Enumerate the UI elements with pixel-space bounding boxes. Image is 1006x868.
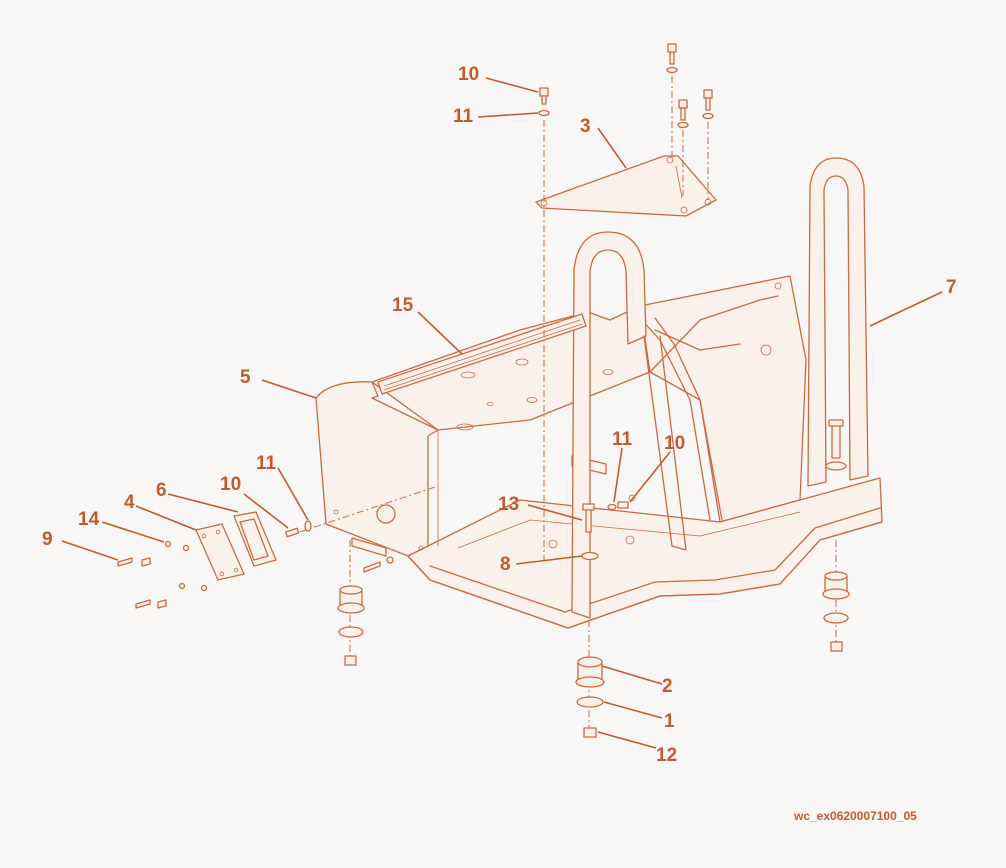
callout-3: 3: [580, 116, 591, 137]
callout-10-side: 10: [220, 474, 241, 495]
callout-11-center: 11: [612, 429, 633, 450]
callout-12: 12: [656, 745, 677, 766]
callout-1: 1: [664, 711, 675, 732]
center-bolts: [581, 501, 629, 561]
figure-code: wc_ex0620007100_05: [793, 809, 917, 823]
callout-11-top: 11: [453, 106, 474, 127]
callout-7: 7: [946, 277, 957, 298]
callout-11-side: 11: [256, 453, 277, 474]
callout-10-center: 10: [664, 433, 685, 454]
callout-4: 4: [124, 492, 135, 513]
callout-6: 6: [156, 480, 167, 501]
rail-assembly: [377, 313, 587, 395]
callout-5: 5: [240, 367, 251, 388]
leader-lines: [61, 77, 943, 749]
callout-2: 2: [662, 676, 673, 697]
callout-15: 15: [392, 295, 414, 316]
side-cover-kit: [117, 485, 439, 609]
callout-13: 13: [498, 494, 519, 515]
right-roll-bar: [807, 157, 869, 487]
callout-10-top: 10: [458, 64, 479, 85]
callout-8: 8: [500, 554, 511, 575]
frame-body: [315, 275, 883, 629]
callout-labels: 10 11 3 15 5 7 11 10 11 10 6 4 14 9 13 8…: [42, 64, 957, 766]
mount-plate: [535, 155, 717, 217]
callout-9: 9: [42, 529, 53, 550]
left-roll-bar: [571, 231, 687, 619]
top-bolts: [538, 43, 714, 560]
callout-14: 14: [78, 509, 100, 530]
isolator-mounts: [337, 540, 850, 738]
